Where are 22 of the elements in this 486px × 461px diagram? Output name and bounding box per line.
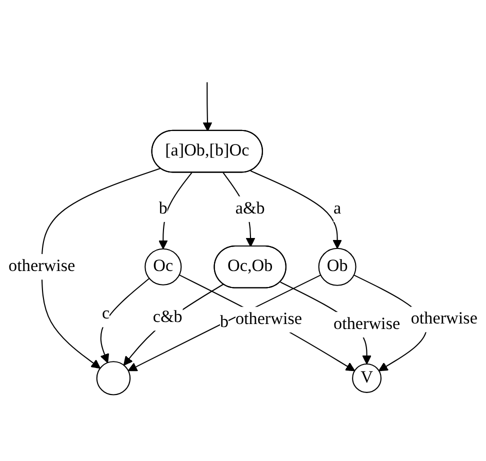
edge-label: c [102,304,110,324]
edge-label: b [220,312,229,332]
edge-label: b [158,199,168,218]
arrow [202,82,212,132]
edge-label: otherwise [8,257,76,276]
arrow [100,278,150,364]
edge-label: otherwise [334,315,400,334]
edge-label: a&b [235,199,265,218]
edge-label: otherwise [235,310,302,328]
edge-label: c&b [152,308,182,326]
arrow [123,284,224,366]
node-circle: Oc [144,248,182,286]
arrow [41,168,161,369]
edge-label: a [334,199,342,218]
arrow [179,274,356,372]
arrow [250,170,342,249]
node-circle: V [352,363,382,393]
arrow [128,274,321,372]
arrow [158,172,192,250]
node-circle [96,361,131,396]
node-circle: Ob [318,248,356,286]
edge-label: otherwise [410,310,478,328]
